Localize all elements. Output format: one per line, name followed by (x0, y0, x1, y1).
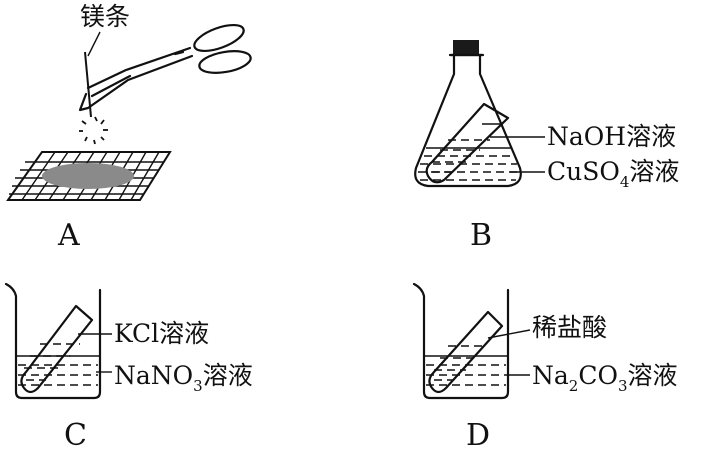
label-b: B (470, 218, 492, 253)
cuso4-label: CuSO4溶液 (547, 157, 679, 191)
beaker-c (4, 282, 102, 400)
magnesium-leader (87, 31, 101, 57)
crucible-tongs (78, 23, 252, 112)
inner-test-tube (425, 102, 510, 184)
panel-b: NaOH溶液 CuSO4溶液 B (414, 40, 679, 253)
gauze-center-patch (42, 163, 134, 189)
label-a: A (57, 218, 80, 253)
na2co3-label: Na2CO3溶液 (532, 361, 678, 395)
panel-d: 稀盐酸 Na2CO3溶液 D (412, 282, 678, 452)
nano3-label: NaNO3溶液 (114, 361, 253, 395)
panel-c: KCl溶液 NaNO3溶液 C (4, 282, 253, 452)
panel-a: 镁条 A (6, 2, 252, 253)
magnesium-label: 镁条 (80, 2, 130, 31)
label-d: D (466, 418, 490, 452)
naoh-label: NaOH溶液 (547, 122, 676, 151)
test-tube-d (428, 310, 504, 394)
hcl-label: 稀盐酸 (532, 313, 607, 342)
kcl-label: KCl溶液 (114, 319, 209, 348)
beaker-d (412, 282, 510, 400)
wire-gauze (6, 151, 172, 201)
test-tube-c (20, 304, 94, 394)
stopper (453, 40, 479, 54)
label-c: C (64, 418, 87, 452)
flame-sparks (79, 116, 108, 145)
hcl-leader (487, 329, 531, 339)
